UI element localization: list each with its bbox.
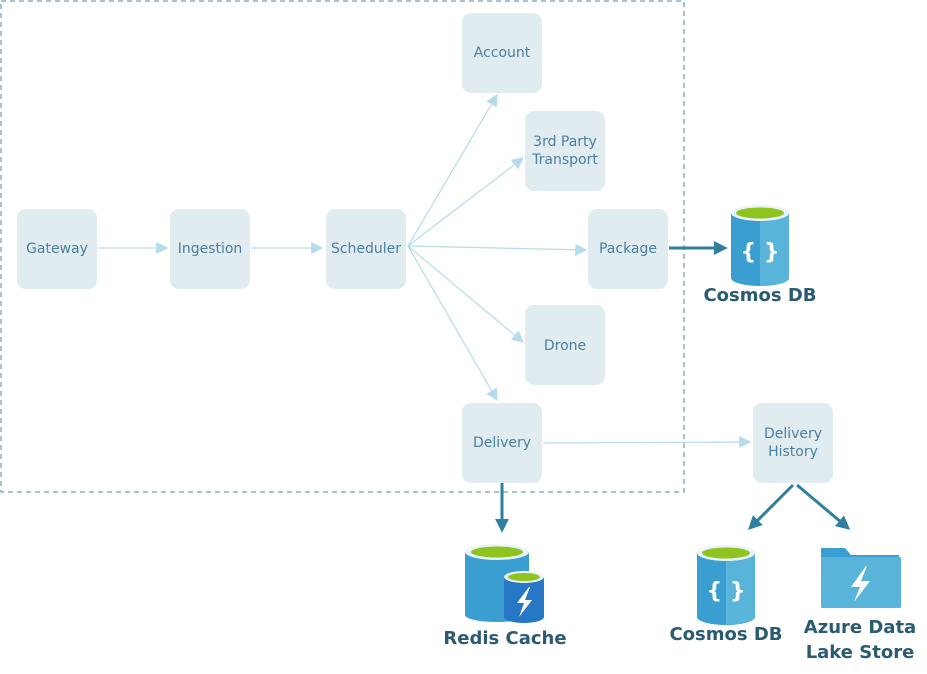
azure-data-lake-store-label-line-2: Lake Store: [806, 642, 915, 663]
cosmos-db-icon: { }: [697, 545, 755, 625]
thick-edges: [495, 241, 851, 533]
service-package[interactable]: Package: [588, 209, 668, 289]
edge-scheduler-package: [407, 243, 588, 256]
drone-box: [525, 305, 605, 385]
cosmos-db-history-label: Cosmos DB: [669, 624, 782, 645]
cosmos-db-package-label: Cosmos DB: [703, 285, 816, 306]
service-delivery-history[interactable]: Delivery History: [753, 403, 833, 483]
delivery-label: Delivery: [473, 435, 531, 451]
delivery-history-box: [753, 403, 833, 483]
ingestion-box: [170, 209, 250, 289]
edge-history-cosmos: [748, 483, 795, 530]
gateway-box: [17, 209, 97, 289]
package-box: [588, 209, 668, 289]
third-party-transport-label-line-1: 3rd Party: [533, 134, 597, 150]
delivery-box: [462, 403, 542, 483]
third-party-transport-box: [525, 111, 605, 191]
scheduler-label: Scheduler: [331, 241, 401, 257]
svg-text:{ }: { }: [741, 240, 780, 265]
service-gateway[interactable]: Gateway: [17, 209, 97, 289]
edge-scheduler-transport: [407, 157, 524, 247]
service-ingestion[interactable]: Ingestion: [170, 209, 250, 289]
edge-scheduler-delivery: [407, 245, 498, 402]
cosmos-db-history[interactable]: { } Cosmos DB: [669, 545, 783, 645]
account-label: Account: [474, 45, 531, 61]
folder-icon: [821, 548, 901, 608]
account-box: [462, 13, 542, 93]
scheduler-box: [326, 209, 406, 289]
thin-edges: [98, 93, 752, 449]
azure-data-lake-store[interactable]: Azure Data Lake Store: [804, 548, 916, 663]
drone-label: Drone: [544, 338, 586, 354]
service-third-party-transport[interactable]: 3rd Party Transport: [525, 111, 605, 191]
redis-cache-icon: [465, 544, 544, 623]
ingestion-label: Ingestion: [178, 241, 243, 257]
redis-cache-label: Redis Cache: [443, 628, 566, 649]
svg-text:{ }: { }: [707, 579, 746, 604]
delivery-history-label-line-2: History: [768, 444, 818, 460]
package-label: Package: [599, 241, 657, 257]
service-delivery[interactable]: Delivery: [462, 403, 542, 483]
azure-data-lake-store-label-line-1: Azure Data: [804, 617, 916, 638]
edge-delivery-history: [542, 436, 752, 449]
edge-scheduler-drone: [407, 245, 524, 343]
service-drone[interactable]: Drone: [525, 305, 605, 385]
service-scheduler[interactable]: Scheduler: [326, 209, 406, 289]
cosmos-db-icon: { }: [731, 205, 789, 286]
service-account[interactable]: Account: [462, 13, 542, 93]
cosmos-db-package[interactable]: { } Cosmos DB: [703, 205, 817, 306]
delivery-history-label-line-1: Delivery: [764, 426, 822, 442]
third-party-transport-label-line-2: Transport: [531, 152, 598, 168]
edge-scheduler-account: [407, 93, 498, 247]
redis-cache[interactable]: Redis Cache: [443, 544, 567, 649]
edge-history-datalake: [796, 483, 851, 530]
gateway-label: Gateway: [26, 241, 88, 257]
